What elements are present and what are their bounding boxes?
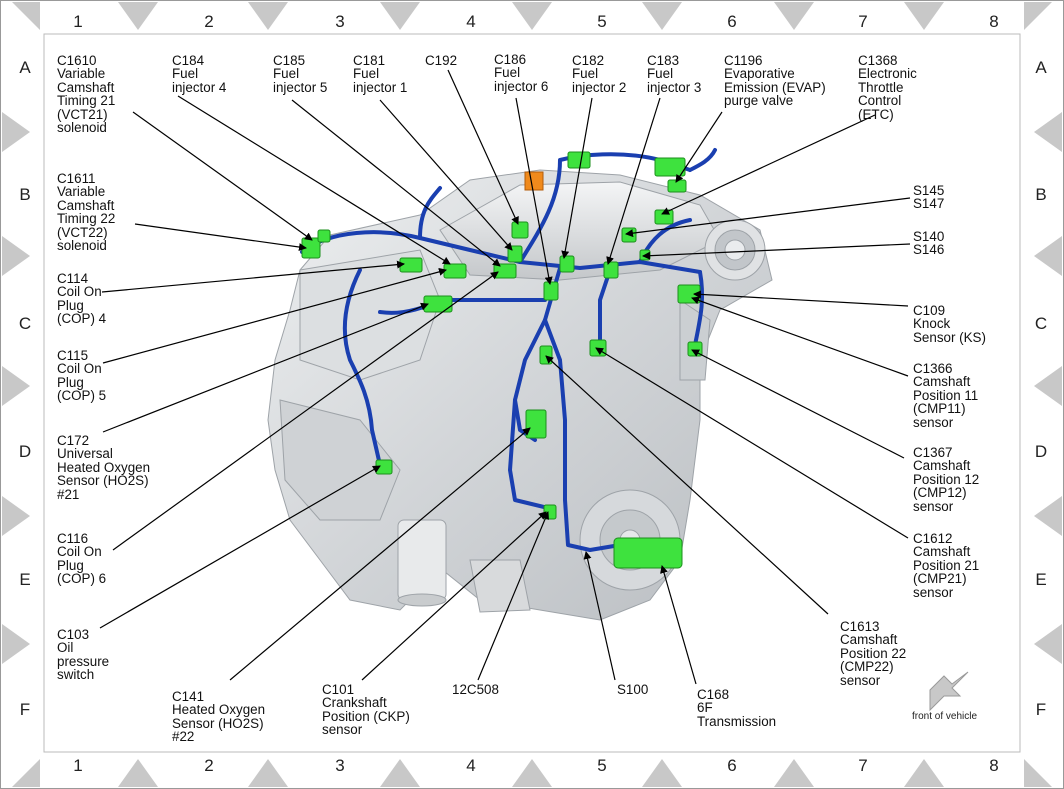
callout-c184: C184 Fuel injector 4 <box>172 53 227 95</box>
callout-c1613: C1613 Camshaft Position 22 (CMP22) senso… <box>840 619 907 688</box>
connector-c1196 <box>654 157 686 177</box>
column-label-top: 2 <box>204 12 214 31</box>
row-label-left: E <box>19 570 31 589</box>
connector-c183 <box>603 261 619 279</box>
callout-c101: C101 Crankshaft Position (CKP) sensor <box>322 682 410 738</box>
column-label-bottom: 7 <box>858 756 868 775</box>
callout-c103: C103 Oil pressure switch <box>57 627 110 683</box>
connector-c1610 <box>301 237 321 259</box>
callout-12c508: 12C508 <box>452 682 499 697</box>
connector-c101 <box>543 504 557 520</box>
callout-c1196: C1196 Evaporative Emission (EVAP) purge … <box>724 53 826 109</box>
row-label-right: D <box>1034 442 1048 461</box>
connector-c185 <box>493 263 517 279</box>
connector-c181 <box>507 245 523 263</box>
callout-s100: S100 <box>617 682 649 697</box>
connector-s140 <box>639 249 651 261</box>
column-label-top: 8 <box>989 12 999 31</box>
callout-c141: C141 Heated Oxygen Sensor (HO2S) #22 <box>172 689 266 745</box>
row-label-left: A <box>19 58 31 77</box>
callout-c186: C186 Fuel injector 6 <box>494 52 549 94</box>
callout-c1610: C1610 Variable Camshaft Timing 21 (VCT21… <box>57 53 116 136</box>
column-label-top: 7 <box>858 12 868 31</box>
callout-c1367: C1367 Camshaft Position 12 (CMP12) senso… <box>913 445 980 514</box>
callout-c1611: C1611 Variable Camshaft Timing 22 (VCT22… <box>57 171 116 254</box>
column-label-bottom: 2 <box>204 756 214 775</box>
callout-c115: C115 Coil On Plug (COP) 5 <box>57 348 107 404</box>
column-label-bottom: 8 <box>989 756 999 775</box>
column-label-top: 4 <box>466 12 476 31</box>
callout-c192: C192 <box>425 53 458 68</box>
column-label-bottom: 5 <box>597 756 607 775</box>
row-label-left: B <box>19 185 31 204</box>
column-label-bottom: 4 <box>466 756 476 775</box>
connector-c192b <box>567 151 591 169</box>
column-label-top: 1 <box>73 12 83 31</box>
connector-c1368 <box>654 209 674 225</box>
connector-c192 <box>511 221 529 239</box>
column-label-bottom: 1 <box>73 756 83 775</box>
connector-c103 <box>375 459 393 475</box>
connector-c109 <box>677 284 701 304</box>
callout-c172: C172 Universal Heated Oxygen Sensor (HO2… <box>57 433 151 502</box>
row-label-right: A <box>1035 58 1047 77</box>
row-label-left: D <box>18 442 32 461</box>
connector-c168 <box>613 537 683 569</box>
row-label-right: E <box>1035 570 1047 589</box>
connector-c114 <box>399 257 423 273</box>
column-label-bottom: 3 <box>335 756 345 775</box>
callout-c181: C181 Fuel injector 1 <box>353 53 408 95</box>
column-label-top: 6 <box>727 12 737 31</box>
column-label-top: 5 <box>597 12 607 31</box>
callout-c1368: C1368 Electronic Throttle Control (ETC) <box>858 53 917 122</box>
callout-c114: C114 Coil On Plug (COP) 4 <box>57 271 107 327</box>
row-label-left: C <box>18 314 32 333</box>
callout-s145-s147: S145 S147 <box>913 183 945 212</box>
callout-s140-s146: S140 S146 <box>913 229 945 258</box>
connector-c1367 <box>687 341 703 357</box>
row-label-right: B <box>1035 185 1047 204</box>
column-label-top: 3 <box>335 12 345 31</box>
connector-c184 <box>443 263 467 279</box>
connector-c172 <box>423 295 453 313</box>
column-label-bottom: 6 <box>727 756 737 775</box>
connector-c186 <box>543 281 559 301</box>
row-label-right: F <box>1035 700 1047 719</box>
callout-c185: C185 Fuel injector 5 <box>273 53 328 95</box>
connector-c141 <box>525 409 547 439</box>
callout-c1366: C1366 Camshaft Position 11 (CMP11) senso… <box>913 361 979 430</box>
connector-s145 <box>621 227 637 243</box>
connector-c1612 <box>589 339 607 357</box>
orange-component <box>524 171 544 191</box>
callout-c183: C183 Fuel injector 3 <box>647 53 702 95</box>
row-label-right: C <box>1034 314 1048 333</box>
connector-c1613 <box>539 345 553 365</box>
front-of-vehicle-label: front of vehicle <box>912 711 978 722</box>
row-label-left: F <box>19 700 31 719</box>
callout-c116: C116 Coil On Plug (COP) 6 <box>57 531 107 587</box>
callout-c109: C109 Knock Sensor (KS) <box>913 303 986 345</box>
callout-c182: C182 Fuel injector 2 <box>572 53 627 95</box>
callout-c168: C168 6F Transmission <box>697 687 777 729</box>
connector-c182 <box>559 255 575 273</box>
callout-c1612: C1612 Camshaft Position 21 (CMP21) senso… <box>913 531 980 600</box>
